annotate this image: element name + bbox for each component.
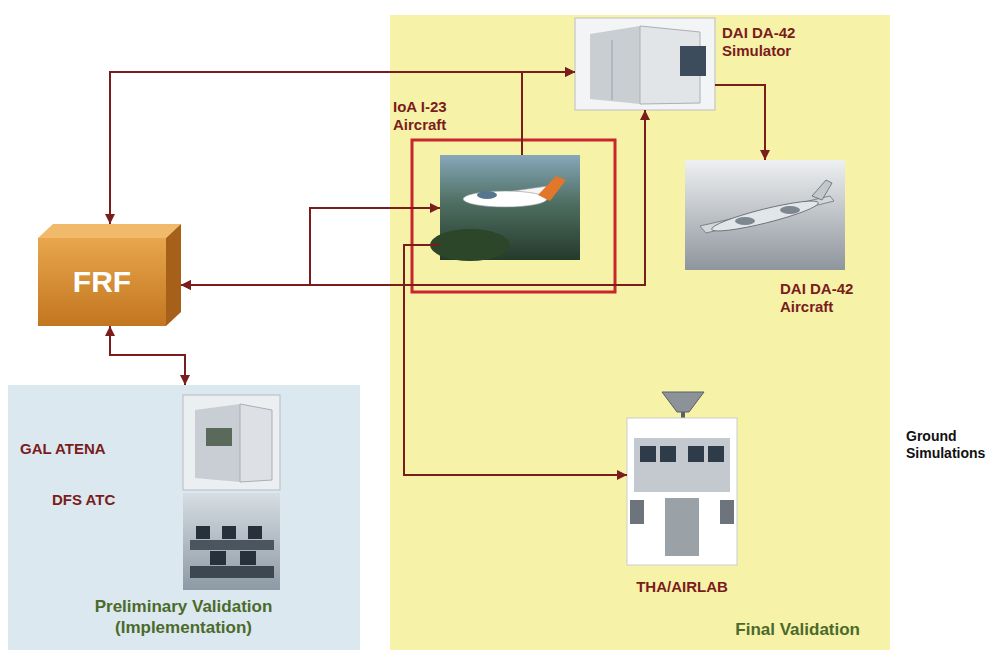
box-title: FRF xyxy=(38,238,166,326)
highlight-frame xyxy=(412,140,615,292)
aircraft-engine xyxy=(780,206,800,214)
node-label: DFS ATC xyxy=(52,491,115,509)
node-label: DAI DA-42 Simulator xyxy=(722,24,814,60)
aircraft-canopy xyxy=(477,191,497,199)
cockpit-panel xyxy=(634,438,730,492)
aircraft-tail xyxy=(812,180,832,200)
cockpit-display xyxy=(640,446,656,462)
node-label: THA/AIRLAB xyxy=(607,578,757,596)
trees xyxy=(430,229,510,261)
aircraft-engine xyxy=(735,217,755,225)
cockpit-console xyxy=(665,498,699,556)
atc-monitor xyxy=(248,526,262,539)
connector-arrow xyxy=(181,208,440,285)
node-label: DAI DA-42 Aircraft xyxy=(780,280,868,316)
cockpit-display xyxy=(708,446,724,462)
connector-arrow xyxy=(404,245,627,475)
connector-arrow xyxy=(181,110,645,285)
cockpit-display xyxy=(688,446,704,462)
simulator-picture xyxy=(183,395,280,490)
simulator-cabin xyxy=(195,404,240,482)
box-side xyxy=(166,224,181,326)
atc-monitor xyxy=(222,526,236,539)
node-label: GAL ATENA xyxy=(20,440,106,458)
antenna-symbol xyxy=(662,392,704,412)
atc-console xyxy=(190,540,274,550)
connector-arrow xyxy=(715,85,765,160)
cockpit-picture xyxy=(627,418,737,565)
frf-box: FRF xyxy=(38,224,181,326)
aircraft-fuselage xyxy=(463,191,547,207)
simulator-door xyxy=(612,40,613,100)
atc-monitor xyxy=(240,551,256,565)
cockpit-display xyxy=(660,446,676,462)
cockpit-yoke xyxy=(630,500,644,524)
aircraft-fuselage xyxy=(710,196,820,236)
side-note: Ground Simulations xyxy=(906,428,994,462)
connector-arrow xyxy=(110,72,575,224)
connector-arrow xyxy=(522,72,575,155)
antenna-stem xyxy=(681,412,685,418)
atc-monitor xyxy=(196,526,210,539)
atc-console xyxy=(190,566,274,578)
region-title: Preliminary Validation (Implementation) xyxy=(76,597,291,638)
aircraft-photo xyxy=(685,160,845,270)
region-title: Final Validation xyxy=(735,620,860,640)
aircraft-tail xyxy=(538,176,566,201)
cockpit-yoke xyxy=(720,500,734,524)
simulator-screen xyxy=(206,428,232,446)
simulator-picture xyxy=(575,18,715,110)
atc-monitor xyxy=(210,551,226,565)
box-front xyxy=(38,238,166,326)
simulator-screen xyxy=(680,46,706,76)
simulator-cabin xyxy=(240,404,272,482)
connector-arrow xyxy=(110,326,185,385)
box-top xyxy=(38,224,181,238)
atc-room-picture xyxy=(183,493,280,590)
simulator-cabin-side xyxy=(590,26,640,104)
node-label: IoA I-23 Aircraft xyxy=(393,98,475,134)
